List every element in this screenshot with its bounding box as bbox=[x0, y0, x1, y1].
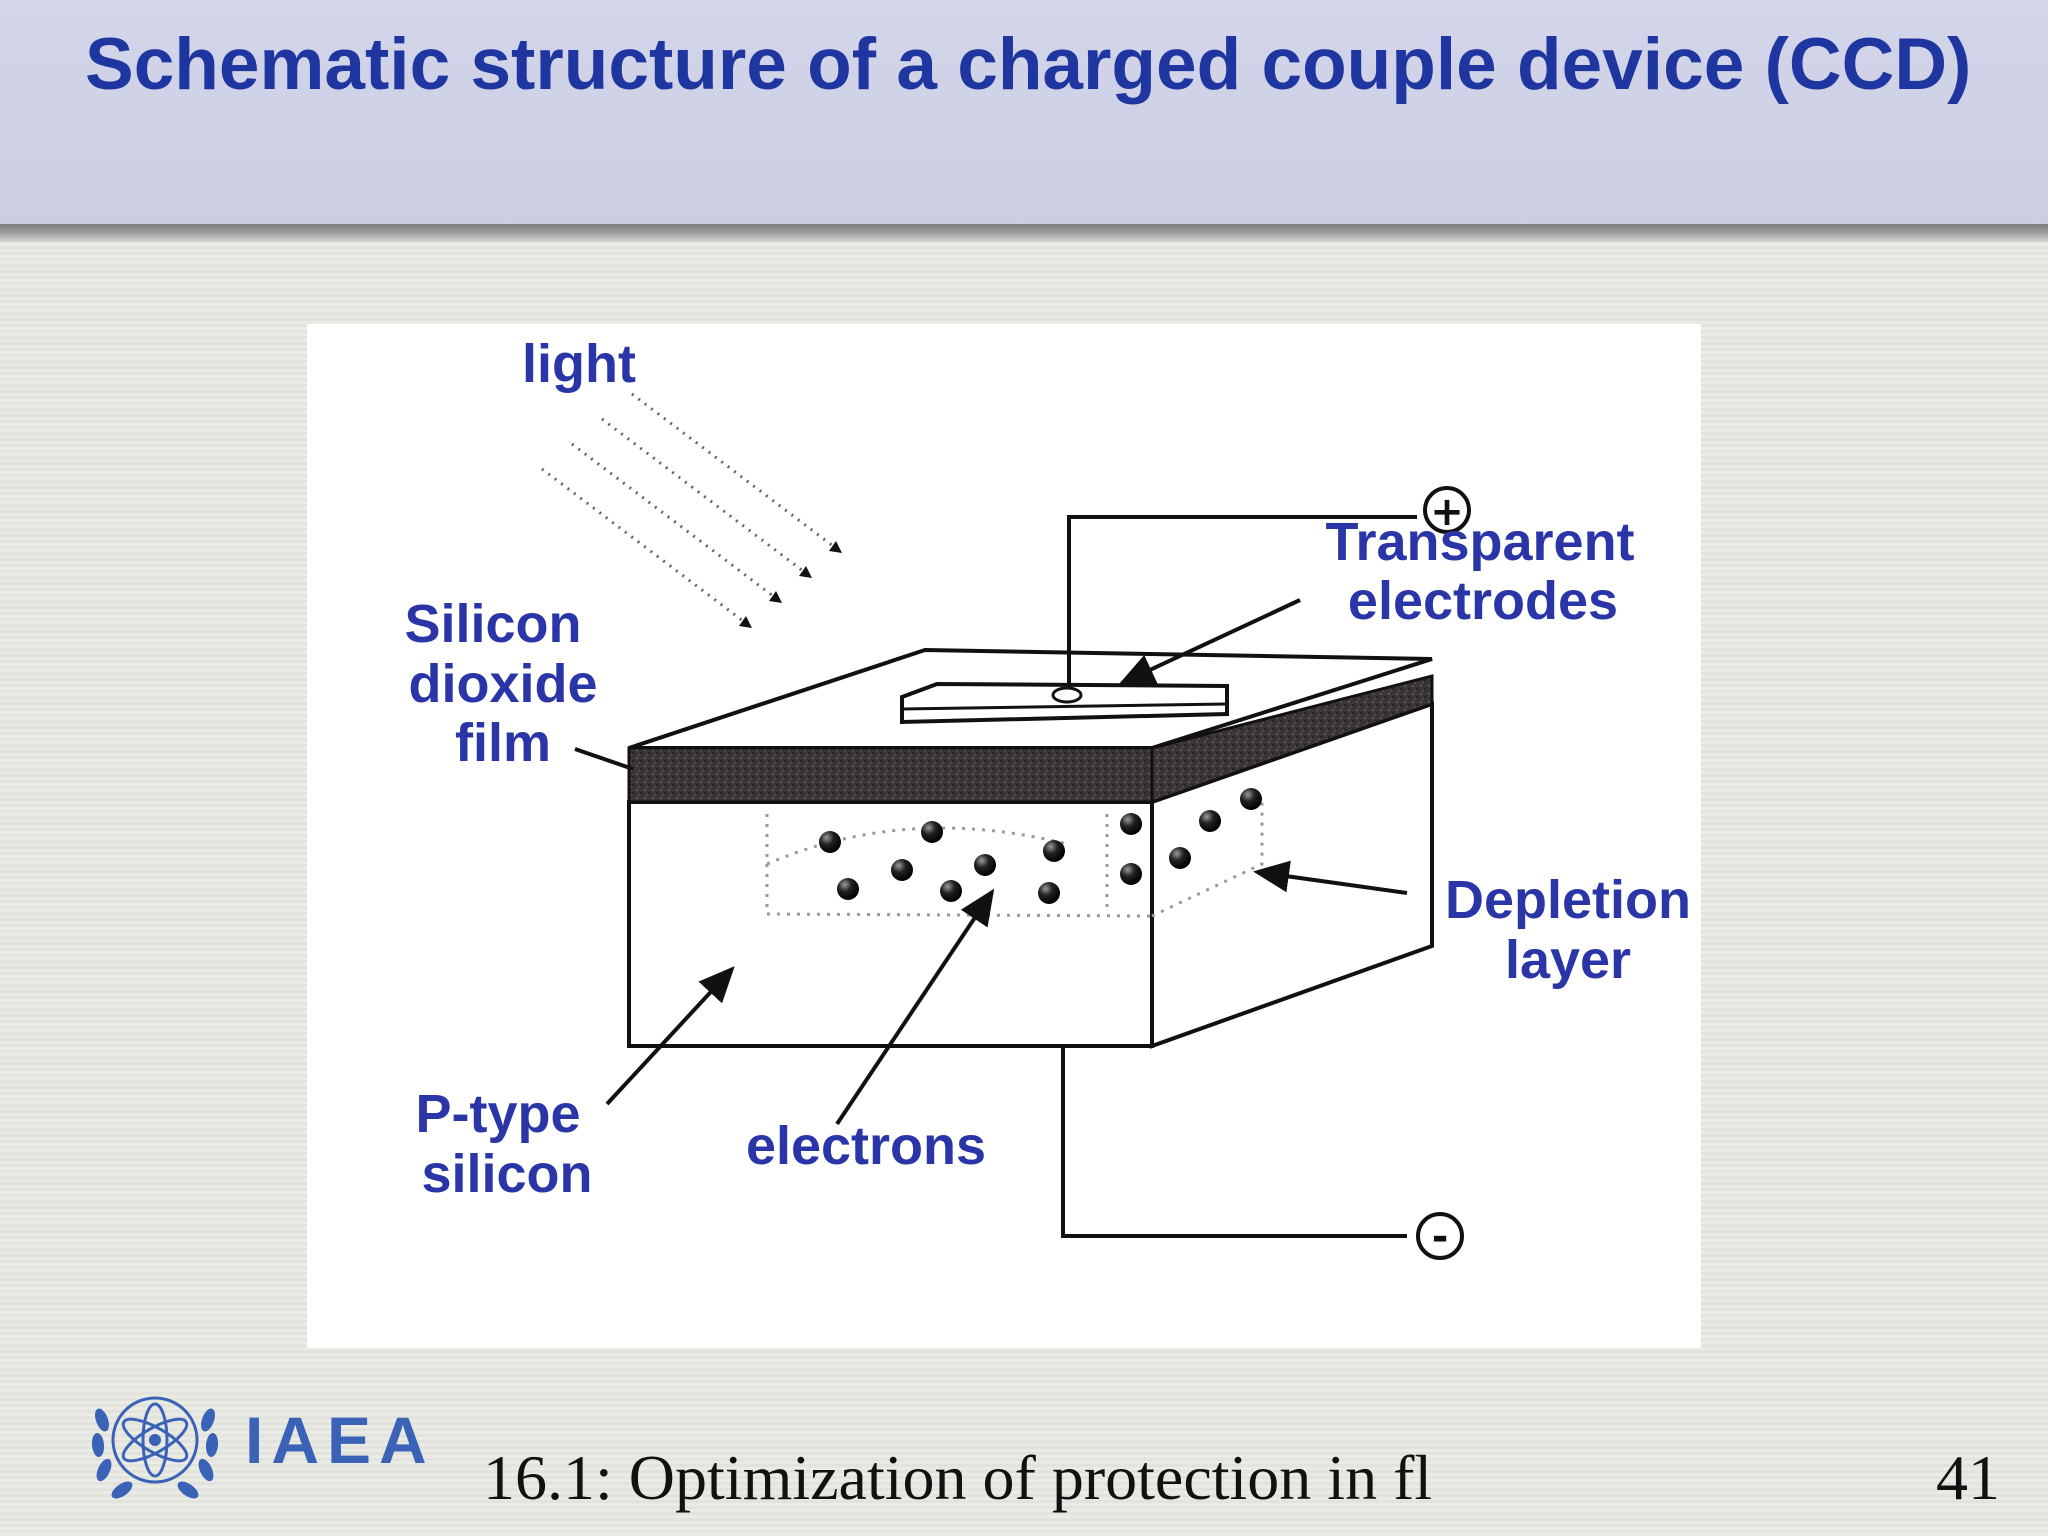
electron bbox=[1120, 813, 1142, 835]
electron bbox=[1043, 840, 1065, 862]
electron bbox=[974, 854, 996, 876]
label-silicon-2: dioxide bbox=[408, 654, 597, 714]
leader-oxide bbox=[574, 747, 634, 771]
label-silicon-1: Silicon bbox=[404, 594, 581, 654]
light-ray-arrowhead-3 bbox=[769, 591, 782, 603]
electrons bbox=[819, 788, 1262, 904]
ccd-diagram: + - bbox=[307, 324, 1701, 1348]
label-depletion-1: Depletion bbox=[1445, 870, 1691, 930]
light-ray-arrowhead-1 bbox=[829, 541, 842, 553]
ccd-diagram-svg: + - bbox=[404, 334, 1691, 1260]
title-band-shadow bbox=[0, 224, 2048, 242]
electron bbox=[940, 880, 962, 902]
iaea-emblem-icon bbox=[91, 1396, 219, 1499]
negative-terminal: - bbox=[1416, 1212, 1464, 1260]
electron bbox=[1038, 882, 1060, 904]
label-transparent-2: electrodes bbox=[1348, 571, 1618, 631]
light-ray-2 bbox=[601, 417, 808, 576]
slide-title: Schematic structure of a charged couple … bbox=[85, 24, 1972, 105]
electrode-contact bbox=[1051, 686, 1083, 704]
label-depletion-2: layer bbox=[1505, 930, 1631, 990]
electron bbox=[891, 859, 913, 881]
electron bbox=[921, 821, 943, 843]
light-ray-arrowheads bbox=[739, 541, 842, 628]
light-ray-4 bbox=[541, 467, 748, 626]
leader-depletion bbox=[1253, 860, 1408, 895]
oxide-film-front bbox=[627, 746, 1154, 804]
leader-electrodes bbox=[1118, 598, 1301, 685]
title-band bbox=[0, 0, 2048, 228]
electron bbox=[1169, 847, 1191, 869]
light-rays bbox=[541, 392, 838, 626]
label-silicon-3: film bbox=[455, 713, 551, 773]
electron bbox=[1240, 788, 1262, 810]
leader-electrons bbox=[835, 888, 995, 1126]
light-ray-1 bbox=[631, 392, 838, 551]
label-ptype-2: silicon bbox=[421, 1144, 592, 1204]
oxide-film-side bbox=[1150, 674, 1434, 805]
positive-wire bbox=[1067, 515, 1417, 688]
positive-terminal-sign: + bbox=[1430, 489, 1464, 535]
label-ptype-1: P-type bbox=[415, 1084, 580, 1144]
light-ray-arrowhead-4 bbox=[739, 616, 752, 628]
footer-text: 16.1: Optimization of protection in fl bbox=[483, 1442, 1433, 1513]
electron bbox=[837, 878, 859, 900]
negative-terminal-sign: - bbox=[1432, 1214, 1449, 1260]
leader-lines bbox=[574, 598, 1408, 1126]
leader-ptype bbox=[605, 966, 735, 1106]
electron bbox=[1120, 863, 1142, 885]
negative-wire bbox=[1061, 1046, 1407, 1238]
label-light: light bbox=[522, 334, 636, 394]
iaea-logo-text: IAEA bbox=[245, 1403, 435, 1477]
light-ray-3 bbox=[571, 442, 778, 601]
electrode-edge bbox=[901, 702, 1228, 711]
positive-terminal: + bbox=[1423, 486, 1471, 535]
electron bbox=[819, 831, 841, 853]
electron bbox=[1199, 810, 1221, 832]
light-ray-arrowhead-2 bbox=[799, 566, 812, 578]
page-number: 41 bbox=[1936, 1442, 2000, 1513]
label-transparent-1: Transparent bbox=[1325, 512, 1634, 572]
block-front-face bbox=[627, 800, 1154, 1048]
label-electrons: electrons bbox=[746, 1116, 986, 1176]
